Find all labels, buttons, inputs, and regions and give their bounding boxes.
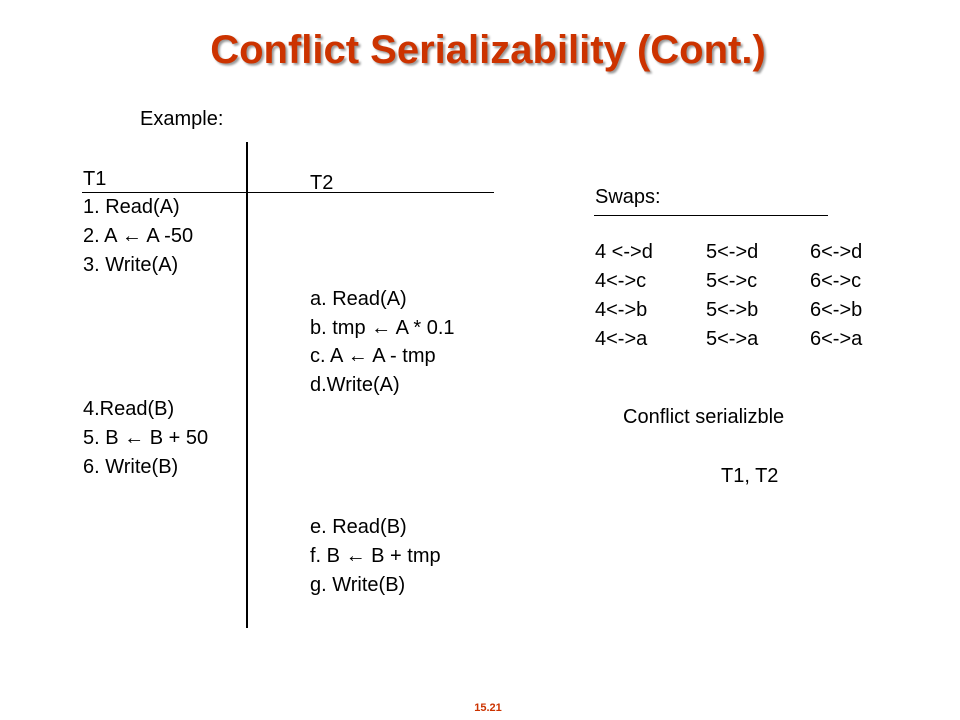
t1-step-2: 2. A ← A -50	[83, 225, 194, 247]
example-label: Example:	[140, 108, 224, 130]
t2-step-d: d.Write(A)	[310, 374, 400, 396]
t2-step-f: f. B ← B + tmp	[310, 545, 441, 567]
swaps-underline	[594, 215, 828, 216]
t1-header: T1	[83, 168, 107, 190]
t2-step-g: g. Write(B)	[310, 574, 406, 596]
swap-cell: 4<->c	[595, 270, 647, 292]
swap-cell: 6<->b	[810, 299, 863, 321]
swap-cell: 5<->b	[706, 299, 759, 321]
swap-cell: 4<->b	[595, 299, 648, 321]
swap-cell: 6<->c	[810, 270, 862, 292]
t2-step-a: a. Read(A)	[310, 288, 407, 310]
t1-step-5: 5. B ← B + 50	[83, 427, 209, 449]
t2-step-c: c. A ← A - tmp	[310, 345, 436, 367]
swap-cell: 6<->a	[810, 328, 863, 350]
t1-step-6: 6. Write(B)	[83, 456, 179, 478]
swap-cell: 5<->d	[706, 241, 759, 263]
t1-step-3: 3. Write(A)	[83, 254, 179, 276]
swap-cell: 5<->c	[706, 270, 758, 292]
t1-step-4: 4.Read(B)	[83, 398, 175, 420]
swap-cell: 6<->d	[810, 241, 863, 263]
swap-cell: 5<->a	[706, 328, 759, 350]
t2-step-e: e. Read(B)	[310, 516, 407, 538]
serial-order: T1, T2	[721, 465, 779, 487]
t1-step-1: 1. Read(A)	[83, 196, 180, 218]
swaps-label: Swaps:	[595, 186, 661, 208]
result-label: Conflict serializble	[623, 406, 785, 428]
t2-header: T2	[310, 172, 334, 194]
timeline-vertical-divider	[246, 142, 248, 628]
swap-cell: 4<->a	[595, 328, 648, 350]
t2-step-b: b. tmp ← A * 0.1	[310, 317, 455, 339]
swap-cell: 4 <->d	[595, 241, 653, 263]
timeline-horizontal-divider	[82, 192, 494, 193]
slide-title: Conflict Serializability (Cont.)	[210, 28, 766, 72]
slide-number: 15.21	[474, 702, 502, 714]
